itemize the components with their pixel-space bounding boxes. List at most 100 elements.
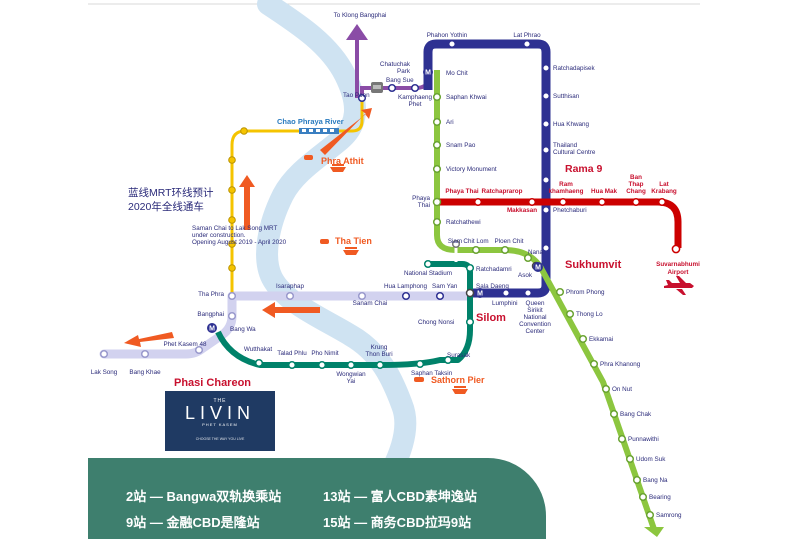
- station-samrong[interactable]: [645, 510, 655, 520]
- boat-icon: [330, 164, 346, 172]
- station-ratchadapisek[interactable]: [541, 63, 551, 73]
- boat-icon: [452, 386, 468, 394]
- station-ban-thap-chang[interactable]: [631, 197, 641, 207]
- station-rama9[interactable]: [541, 175, 551, 185]
- svg-text:M: M: [209, 326, 215, 333]
- station-phet-kasem-48[interactable]: [194, 345, 204, 355]
- station-isaraphap[interactable]: [285, 291, 295, 301]
- label-ban-thap-chang-3: Chang: [626, 188, 646, 195]
- silom-label: Silom: [476, 312, 506, 324]
- tha-tien-label: Tha Tien: [335, 236, 372, 246]
- station-chit-lom[interactable]: [471, 245, 481, 255]
- station-ratchadamri[interactable]: [465, 263, 475, 273]
- station-ekkamai[interactable]: [578, 334, 588, 344]
- river-label: Chao Phraya River: [277, 117, 344, 126]
- station-sukhumvit[interactable]: [541, 243, 551, 253]
- station-sam-yan[interactable]: [435, 291, 445, 301]
- station-wongwian-yai[interactable]: [346, 360, 356, 370]
- label-bang-sue: Bang Sue: [386, 77, 414, 84]
- station-hua-lamphong[interactable]: [401, 291, 411, 301]
- station-lat-phrao[interactable]: [522, 39, 532, 49]
- station-phrom-phong[interactable]: [555, 287, 565, 297]
- station-tha-phra[interactable]: [227, 291, 237, 301]
- station-krung-thon-buri[interactable]: [375, 360, 385, 370]
- label-tao-poon: Tao Poon: [343, 92, 370, 99]
- station-makkasan[interactable]: [527, 197, 537, 207]
- station-on-nut[interactable]: [601, 384, 611, 394]
- station-sutthisan[interactable]: [541, 91, 551, 101]
- station-udom-suk[interactable]: [625, 454, 635, 464]
- station-sala-daeng[interactable]: [465, 288, 475, 298]
- arrow-phasi-chareon: [124, 332, 174, 347]
- station-talad-phlu[interactable]: [287, 360, 297, 370]
- station-victory-monument[interactable]: [432, 164, 442, 174]
- station-ploen-chit[interactable]: [500, 245, 510, 255]
- construction-note-2: under construction.: [192, 232, 246, 239]
- station-tao-poon[interactable]: [357, 93, 367, 103]
- bts-line-arrow: [644, 527, 664, 537]
- station-chong-nonsi[interactable]: [465, 317, 475, 327]
- station-national-stadium[interactable]: [423, 259, 433, 269]
- station-thong-lo[interactable]: [565, 309, 575, 319]
- label-ratchathewi: Ratchathewi: [446, 219, 481, 226]
- station-bang-chak[interactable]: [609, 409, 619, 419]
- station-bearing[interactable]: [638, 492, 648, 502]
- station-bangphai[interactable]: [227, 311, 237, 321]
- station-hua-khwang[interactable]: [541, 119, 551, 129]
- station-markers: [99, 39, 681, 520]
- station-hua-mak[interactable]: [597, 197, 607, 207]
- station-nana[interactable]: [523, 253, 533, 263]
- station-planned-1: [228, 264, 236, 272]
- station-punnawithi[interactable]: [617, 434, 627, 444]
- station-surasak[interactable]: [443, 355, 453, 365]
- label-ram-khamhaeng-2: khamhaeng: [549, 188, 584, 195]
- station-ari[interactable]: [432, 117, 442, 127]
- station-planned-6: [240, 127, 248, 135]
- station-siam[interactable]: [451, 239, 461, 249]
- construction-note-3: Opening August 2019 - April 2020: [192, 239, 287, 246]
- station-ratchaprarop[interactable]: [473, 197, 483, 207]
- label-bang-chak: Bang Chak: [620, 411, 652, 418]
- label-pho-nimit: Pho Nimit: [311, 350, 339, 357]
- station-cultural-centre[interactable]: [541, 145, 551, 155]
- station-queen-sirikit[interactable]: [523, 288, 533, 298]
- station-lak-song[interactable]: [99, 349, 109, 359]
- label-ekkamai: Ekkamai: [589, 336, 613, 343]
- station-phra-khanong[interactable]: [589, 359, 599, 369]
- label-hua-khwang: Hua Khwang: [553, 121, 590, 128]
- label-lat-krabang-2: Krabang: [651, 188, 677, 195]
- station-lat-krabang[interactable]: [657, 197, 667, 207]
- station-kamphaeng-phet[interactable]: [410, 83, 420, 93]
- legend-item-silom: 9站 — 金融CBD是隆站: [126, 515, 260, 530]
- station-sanam-chai[interactable]: [357, 291, 367, 301]
- station-ratchathewi[interactable]: [432, 217, 442, 227]
- direction-arrows: [124, 108, 372, 347]
- station-bang-sue[interactable]: [387, 83, 397, 93]
- station-ram-khamhaeng[interactable]: [558, 197, 568, 207]
- bridge-icon: [299, 128, 339, 134]
- station-saphan-khwai[interactable]: [432, 92, 442, 102]
- station-phetchaburi[interactable]: [541, 205, 551, 215]
- station-wutthakat[interactable]: [254, 358, 264, 368]
- label-lat-phrao: Lat Phrao: [513, 32, 541, 39]
- station-phaya-thai[interactable]: [432, 197, 442, 207]
- sathorn-pier-marker: [414, 377, 424, 382]
- livin-name: LIVIN: [184, 403, 256, 423]
- boat-icon: [343, 247, 359, 255]
- station-saphan-taksin[interactable]: [415, 359, 425, 369]
- legend-item-bangwa: 2站 — Bangwa双轨换乘站: [126, 489, 282, 504]
- station-sanam-pao[interactable]: [432, 140, 442, 150]
- station-pho-nimit[interactable]: [317, 360, 327, 370]
- station-bang-khae[interactable]: [140, 349, 150, 359]
- label-lumphini: Lumphini: [492, 300, 518, 307]
- station-bang-na[interactable]: [632, 475, 642, 485]
- livin-sub: PHET KASEM: [202, 422, 238, 427]
- station-lumphini[interactable]: [501, 288, 511, 298]
- station-phahon-yothin[interactable]: [447, 39, 457, 49]
- label-phahon-yothin: Phahon Yothin: [427, 32, 468, 39]
- station-suvarnabhumi[interactable]: [671, 244, 681, 254]
- label-talad-phlu: Talad Phlu: [277, 350, 307, 357]
- label-chong-nonsi: Chong Nonsi: [418, 319, 454, 326]
